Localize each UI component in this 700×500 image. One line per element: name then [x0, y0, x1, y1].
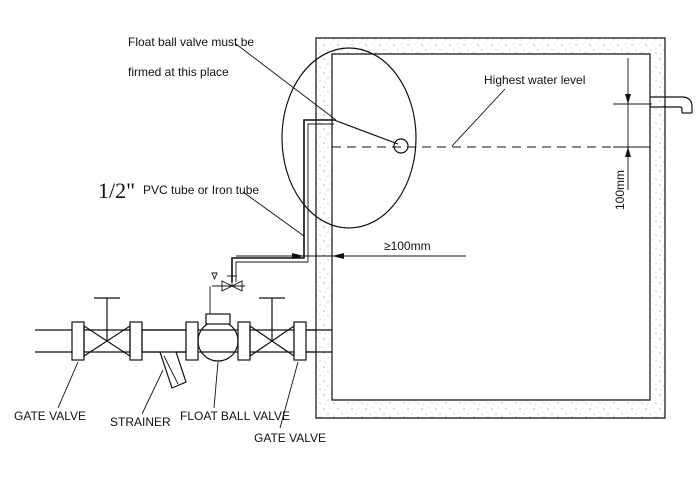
tank-wall — [315, 37, 666, 419]
supply-tube — [231, 119, 334, 282]
horizontal-dimension: ≥100mm — [236, 239, 466, 259]
gate-valve-left-label: GATE VALVE — [14, 409, 86, 423]
tube-size-label: 1/2" — [98, 178, 135, 203]
strainer-label: STRAINER — [110, 415, 171, 429]
gate-valve-right-leader — [279, 361, 299, 429]
float-ball-valve-label: FLOAT BALL VALVE — [180, 409, 290, 423]
strainer — [141, 329, 187, 389]
detail-circle — [281, 47, 417, 229]
dimension-vertical-label: 100mm — [613, 170, 627, 210]
water-level-leader — [451, 88, 506, 147]
gate-valve-left-leader — [57, 361, 79, 409]
note-line-2: firmed at this place — [128, 65, 229, 79]
float-ball — [333, 119, 409, 154]
float-ball-valve-body — [185, 312, 251, 362]
gate-valve-right-label: GATE VALVE — [254, 431, 326, 445]
highest-water-level-label: Highest water level — [484, 73, 585, 87]
tube-type-label: PVC tube or Iron tube — [143, 183, 259, 197]
dimension-horizontal-label: ≥100mm — [384, 239, 431, 253]
note-line-1: Float ball valve must be — [128, 35, 254, 49]
float-ball-valve-leader — [213, 361, 219, 409]
tube-leader — [242, 191, 305, 237]
gate-valve-right — [249, 297, 307, 361]
water-tank — [315, 37, 666, 419]
vertical-dimension: 100mm — [613, 58, 652, 210]
strainer-leader — [141, 369, 164, 415]
overflow-pipe — [650, 96, 693, 114]
needle-valve — [209, 272, 245, 312]
note-leader — [235, 43, 337, 121]
gate-valve-left — [71, 297, 143, 361]
